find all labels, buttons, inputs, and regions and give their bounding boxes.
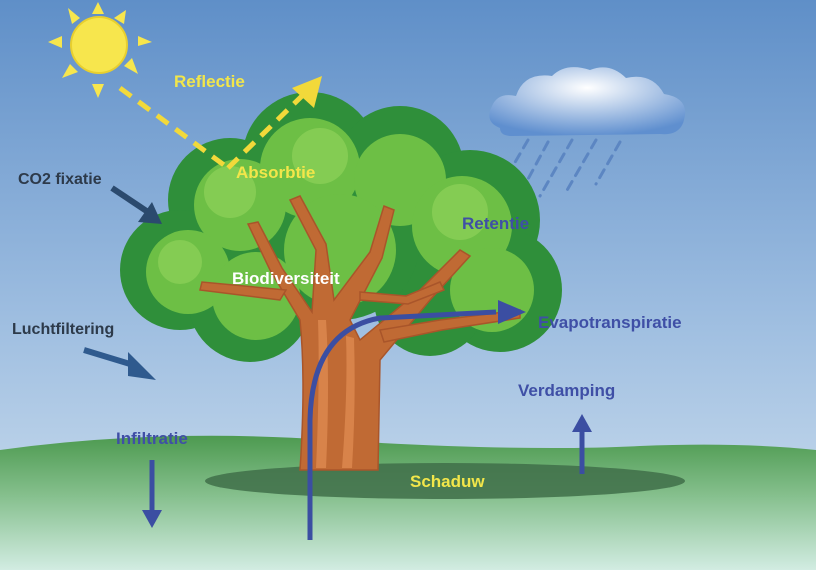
label-retentie: Retentie <box>462 214 530 233</box>
co2-arrow <box>110 185 162 224</box>
evaporation-arrow <box>572 414 592 474</box>
infiltration-arrow <box>142 460 162 528</box>
sun-icon <box>48 2 152 98</box>
label-verdamping: Verdamping <box>518 381 616 400</box>
label-co2-fixatie: CO2 fixatie <box>18 171 102 188</box>
ground <box>0 435 816 570</box>
label-infiltratie: Infiltratie <box>116 429 188 448</box>
rain-cloud-icon <box>489 67 686 198</box>
reflection-arrow <box>118 85 306 171</box>
label-evapotranspiratie: Evapotranspiratie <box>538 313 682 332</box>
label-luchtfiltering: Luchtfiltering <box>12 321 115 338</box>
shadow <box>205 463 685 499</box>
air-filter-arrow <box>83 347 156 380</box>
label-absorbtie: Absorbtie <box>236 163 316 182</box>
reflection-arrowhead <box>292 76 322 108</box>
evapotranspiration-arrow <box>307 300 526 540</box>
label-schaduw: Schaduw <box>410 472 485 491</box>
label-reflectie: Reflectie <box>174 72 245 91</box>
label-biodiversiteit: Biodiversiteit <box>232 269 340 288</box>
